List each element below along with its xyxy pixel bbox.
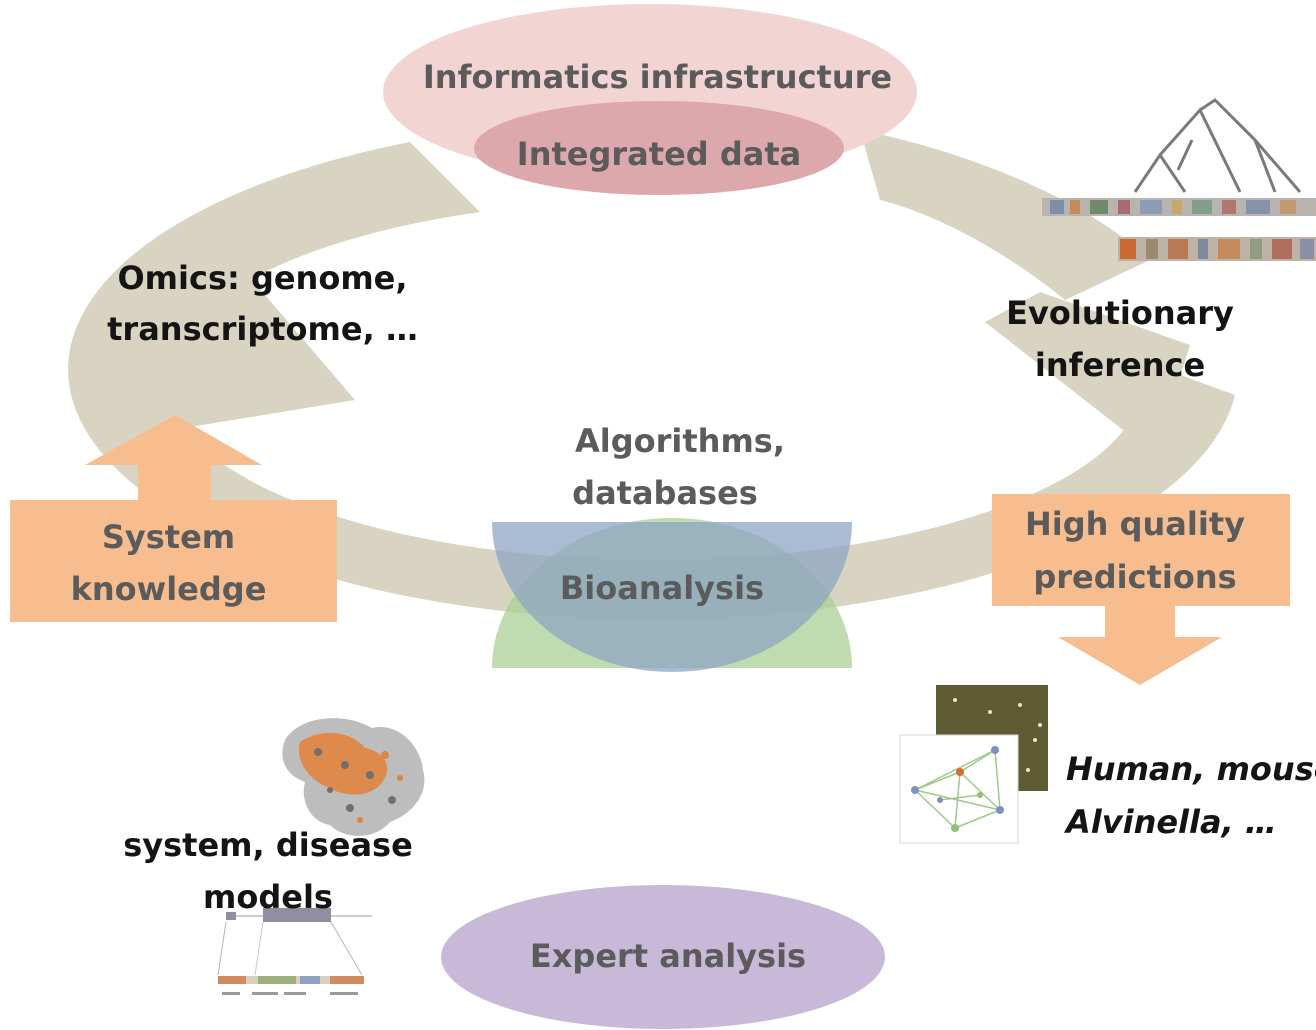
phylogenetic-tree-icon bbox=[1042, 98, 1316, 261]
system-knowledge-label-line1: System bbox=[101, 518, 236, 556]
high-quality-predictions-arrow bbox=[992, 494, 1290, 685]
system-knowledge-box bbox=[10, 500, 337, 622]
expert-analysis-ellipse bbox=[441, 885, 885, 1029]
sequence-alignment-strip-top bbox=[1042, 198, 1316, 216]
evolutionary-inference-label-line2: inference bbox=[1034, 346, 1206, 384]
bioanalysis-label: Bioanalysis bbox=[559, 569, 765, 607]
cycle-right-top-segment bbox=[860, 130, 1150, 300]
cycle-left-arrowhead bbox=[110, 260, 355, 440]
integrated-data-ellipse bbox=[474, 101, 844, 195]
omics-label-line1: Omics: genome, bbox=[117, 259, 408, 297]
evolutionary-inference-label-line1: Evolutionary bbox=[1006, 294, 1234, 332]
organisms-label-line1: Human, mouse bbox=[1066, 750, 1316, 788]
omics-label-line2: transcriptome, … bbox=[107, 310, 418, 348]
bioanalysis-shapes bbox=[492, 518, 852, 672]
high-quality-arrow-stem bbox=[1105, 604, 1175, 640]
high-quality-predictions-box bbox=[992, 494, 1290, 606]
high-quality-predictions-label-line1: High quality bbox=[1025, 505, 1245, 543]
interaction-network-icon bbox=[899, 685, 1048, 844]
integrated-data-label: Integrated data bbox=[516, 135, 802, 173]
cycle-right-arrowhead bbox=[985, 292, 1190, 455]
sequence-alignment-strip-bottom bbox=[1118, 237, 1316, 261]
algorithms-label-line1: Algorithms, bbox=[575, 422, 785, 460]
expert-analysis-label: Expert analysis bbox=[529, 937, 807, 975]
informatics-infrastructure-label: Informatics infrastructure bbox=[422, 58, 893, 96]
high-quality-arrowhead bbox=[1058, 637, 1222, 685]
high-quality-predictions-label-line2: predictions bbox=[1033, 558, 1237, 596]
system-knowledge-arrowhead bbox=[85, 415, 262, 465]
system-knowledge-arrow-stem bbox=[138, 462, 211, 502]
system-knowledge-label-line2: knowledge bbox=[70, 570, 267, 608]
models-label-line2: models bbox=[203, 878, 333, 916]
algorithms-label-line2: databases bbox=[572, 474, 758, 512]
models-label-line1: system, disease bbox=[123, 826, 413, 864]
algorithms-upper-shape bbox=[492, 522, 852, 672]
protein-structure-icon bbox=[282, 718, 425, 836]
cycle-arrows bbox=[68, 130, 1236, 620]
system-knowledge-arrow bbox=[10, 415, 337, 622]
gene-structure-icon bbox=[217, 908, 372, 995]
organisms-label-line2: Alvinella, … bbox=[1066, 803, 1277, 841]
